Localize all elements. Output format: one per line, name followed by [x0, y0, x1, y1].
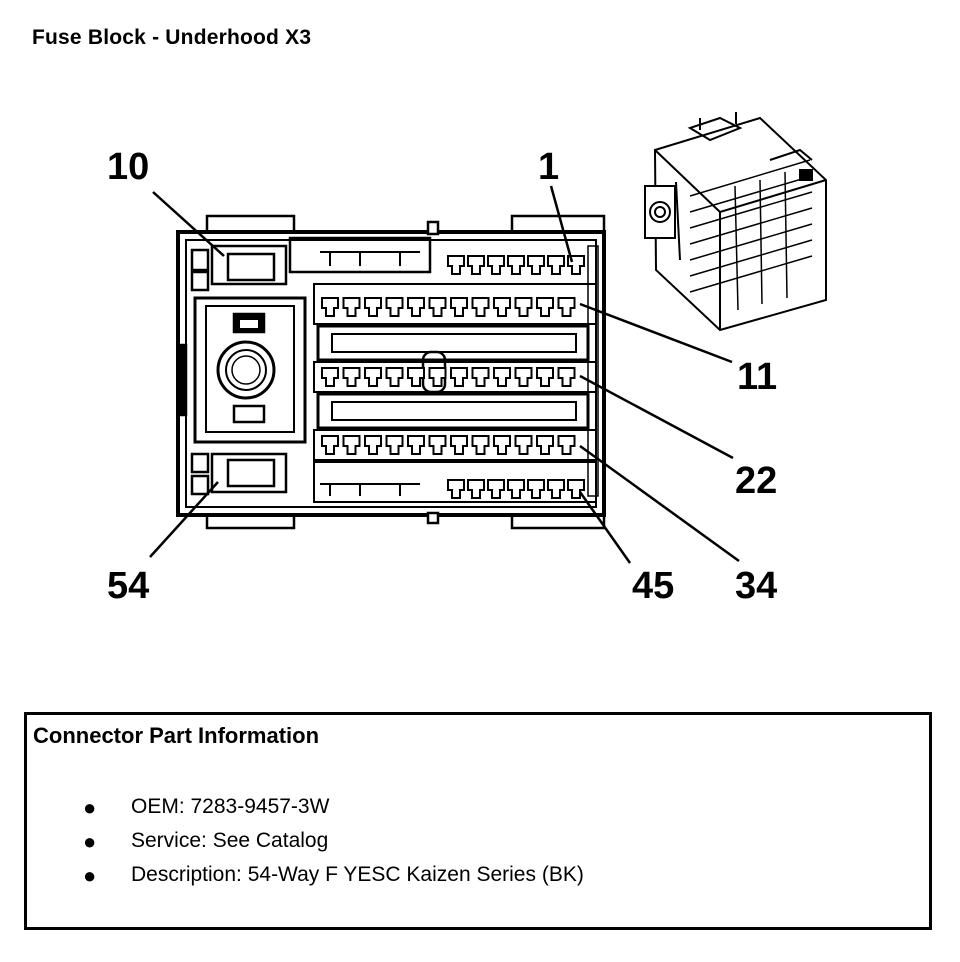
connector-isometric-view-icon — [644, 112, 827, 332]
terminal-cavity — [364, 435, 382, 455]
terminal-cavity — [493, 367, 511, 387]
terminal-cavity — [385, 297, 404, 317]
terminal-cavity — [536, 367, 554, 387]
terminal-cavity — [321, 435, 339, 455]
terminal-cavity — [467, 255, 485, 275]
terminal-cavity — [527, 479, 545, 499]
bullet-dot-icon: ● — [83, 863, 97, 888]
terminal-cavity — [447, 255, 465, 275]
terminal-cavity — [507, 255, 525, 275]
bullet-dot-icon: ● — [83, 795, 97, 820]
terminal-cavity — [450, 297, 468, 317]
connector-part-information-box: Connector Part Information ● OEM: 7283-9… — [24, 712, 932, 930]
leader-line-34 — [579, 444, 740, 563]
terminal-cavity — [514, 367, 533, 387]
pin-label-22: 22 — [735, 460, 777, 502]
terminal-cavity — [364, 297, 382, 317]
page-title: Fuse Block - Underhood X3 — [32, 26, 312, 49]
terminal-cavity — [493, 297, 511, 317]
terminal-cavity — [428, 297, 447, 317]
terminal-cavity — [321, 367, 339, 387]
terminal-cavity — [557, 435, 576, 455]
terminal-cavity — [507, 479, 525, 499]
leader-line-10 — [152, 191, 225, 257]
terminal-cavity — [471, 297, 490, 317]
terminal-cavity — [447, 479, 465, 499]
terminal-cavity — [407, 435, 425, 455]
terminal-cavity — [428, 435, 447, 455]
terminal-cavity — [527, 255, 545, 275]
terminal-cavity — [407, 297, 425, 317]
terminal-cavity — [487, 479, 505, 499]
connector-part-information-heading: Connector Part Information — [33, 723, 320, 748]
leader-line-22 — [579, 374, 734, 460]
pin-label-1: 1 — [538, 146, 559, 188]
leader-line-45 — [578, 491, 632, 564]
bullet-dot-icon: ● — [83, 829, 97, 854]
terminal-cavities — [321, 255, 585, 499]
terminal-cavity — [536, 435, 554, 455]
terminal-cavity — [428, 367, 447, 387]
leader-line-11 — [579, 302, 733, 364]
connector-diagram: 10 1 11 22 54 45 34 — [107, 112, 827, 607]
terminal-cavity — [493, 435, 511, 455]
terminal-cavity — [514, 435, 533, 455]
terminal-cavity — [364, 367, 382, 387]
terminal-cavity — [547, 479, 565, 499]
terminal-cavity — [450, 435, 468, 455]
terminal-cavity — [450, 367, 468, 387]
terminal-cavity — [536, 297, 554, 317]
service-part-info: Service: See Catalog — [131, 829, 329, 852]
terminal-cavity — [342, 435, 361, 455]
leader-lines — [149, 185, 740, 564]
pin-label-10: 10 — [107, 146, 149, 188]
terminal-cavity — [342, 367, 361, 387]
terminal-cavity — [547, 255, 565, 275]
leader-line-54 — [149, 481, 219, 558]
pin-label-45: 45 — [632, 565, 674, 607]
terminal-cavity — [385, 367, 404, 387]
oem-part-number: OEM: 7283-9457-3W — [131, 795, 330, 818]
terminal-cavity — [514, 297, 533, 317]
leader-line-1 — [549, 185, 574, 263]
pin-label-11: 11 — [737, 356, 777, 398]
connector-description: Description: 54-Way F YESC Kaizen Series… — [131, 863, 584, 886]
terminal-cavity — [557, 367, 576, 387]
terminal-cavity — [321, 297, 339, 317]
terminal-cavity — [407, 367, 425, 387]
terminal-cavity — [557, 297, 576, 317]
terminal-cavity — [385, 435, 404, 455]
terminal-cavity — [342, 297, 361, 317]
terminal-cavity — [467, 479, 485, 499]
pin-label-54: 54 — [107, 565, 149, 607]
terminal-cavity — [471, 435, 490, 455]
terminal-cavity — [487, 255, 505, 275]
terminal-cavity — [471, 367, 490, 387]
pin-label-34: 34 — [735, 565, 777, 607]
